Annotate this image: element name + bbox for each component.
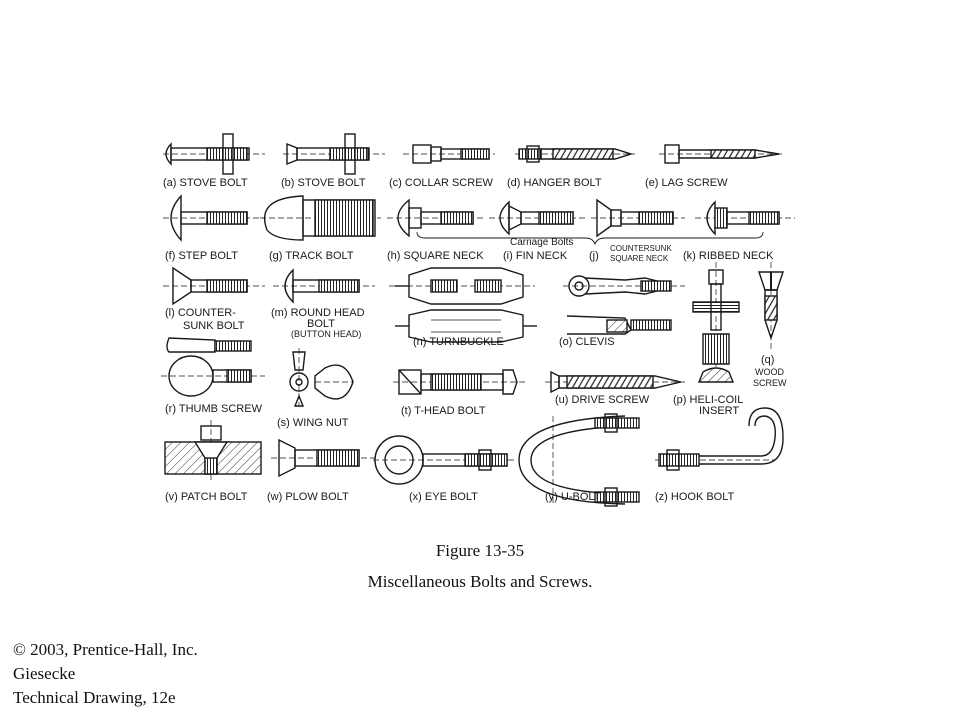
label-c: (c) COLLAR SCREW <box>389 177 494 189</box>
label-d: (d) HANGER BOLT <box>507 177 602 189</box>
label-j: (j) <box>589 250 599 262</box>
carriage-bolts-label: Carriage Bolts <box>510 237 573 248</box>
u-bolt-drawing <box>518 413 640 507</box>
item-labels: (a) STOVE BOLT (b) STOVE BOLT (c) COLLAR… <box>163 177 787 503</box>
label-l-line2: SUNK BOLT <box>183 320 245 332</box>
copyright-line: © 2003, Prentice-Hall, Inc. <box>13 640 198 659</box>
clevis-drawing <box>563 275 685 335</box>
hook-bolt-drawing <box>655 407 784 471</box>
label-l: (l) COUNTER- <box>165 307 236 319</box>
figure-title: Miscellaneous Bolts and Screws. <box>367 572 593 591</box>
label-v: (v) PATCH BOLT <box>165 491 248 503</box>
label-b: (b) STOVE BOLT <box>281 177 366 189</box>
label-m-line2: BOLT <box>307 318 335 330</box>
label-s: (s) WING NUT <box>277 417 349 429</box>
wing-nut-drawing <box>289 348 354 407</box>
label-h: (h) SQUARE NECK <box>387 250 484 262</box>
label-j-line1: COUNTERSUNK <box>610 244 672 253</box>
eye-bolt-drawing <box>373 435 515 485</box>
label-i: (i) FIN NECK <box>503 250 568 262</box>
t-head-bolt-drawing <box>393 369 525 395</box>
heli-coil-insert-drawing <box>692 262 740 383</box>
label-m: (m) ROUND HEAD <box>271 307 365 319</box>
label-o: (o) CLEVIS <box>559 336 615 348</box>
wood-screw-drawing <box>758 262 784 350</box>
label-p: (p) HELI-COIL <box>673 394 743 406</box>
label-e: (e) LAG SCREW <box>645 177 728 189</box>
drive-screw-drawing <box>545 370 685 394</box>
plow-bolt-drawing <box>271 438 375 478</box>
label-q: (q) <box>761 354 774 366</box>
label-u: (u) DRIVE SCREW <box>555 394 650 406</box>
label-k: (k) RIBBED NECK <box>683 250 774 262</box>
lag-screw-drawing <box>659 144 785 164</box>
book-title-line: Technical Drawing, 12e <box>13 688 176 707</box>
label-z: (z) HOOK BOLT <box>655 491 735 503</box>
label-m-line3: (BUTTON HEAD) <box>291 329 361 339</box>
figure-number: Figure 13-35 <box>435 541 525 560</box>
turnbuckle-drawing <box>389 267 537 343</box>
label-p-line2: INSERT <box>699 405 739 417</box>
track-bolt-drawing <box>260 195 381 241</box>
step-bolt-drawing <box>163 194 265 242</box>
collar-screw-drawing <box>403 144 495 164</box>
bolts-figure: (a) STOVE BOLT (b) STOVE BOLT (c) COLLAR… <box>155 120 805 520</box>
label-a: (a) STOVE BOLT <box>163 177 248 189</box>
label-y: (y) U-BOLT <box>545 491 601 503</box>
label-q-line1: WOOD <box>755 367 784 377</box>
fin-neck-drawing <box>489 200 585 236</box>
author-line: Giesecke <box>13 664 76 683</box>
hanger-bolt-drawing <box>515 145 635 163</box>
patch-bolt-drawing <box>164 420 262 480</box>
ribbed-neck-drawing <box>695 200 795 236</box>
label-w: (w) PLOW BOLT <box>267 491 349 503</box>
round-head-bolt-drawing <box>273 268 375 304</box>
stove-bolt-a-drawing <box>163 133 265 175</box>
carriage-bolts-bracket <box>416 231 764 246</box>
label-f: (f) STEP BOLT <box>165 250 238 262</box>
label-x: (x) EYE BOLT <box>409 491 478 503</box>
label-t: (t) T-HEAD BOLT <box>401 405 486 417</box>
label-q-line2: SCREW <box>753 378 787 388</box>
label-j-line2: SQUARE NECK <box>610 254 669 263</box>
countersunk-bolt-drawing <box>163 266 265 306</box>
bolts-drawing: (a) STOVE BOLT (b) STOVE BOLT (c) COLLAR… <box>161 133 795 507</box>
square-neck-drawing <box>387 198 485 238</box>
stove-bolt-b-drawing <box>283 133 385 175</box>
label-g: (g) TRACK BOLT <box>269 250 354 262</box>
label-r: (r) THUMB SCREW <box>165 403 263 415</box>
label-n: (n) TURNBUCKLE <box>413 336 504 348</box>
thumb-screw-drawing <box>161 337 265 397</box>
countersunk-square-neck-drawing <box>591 198 685 238</box>
